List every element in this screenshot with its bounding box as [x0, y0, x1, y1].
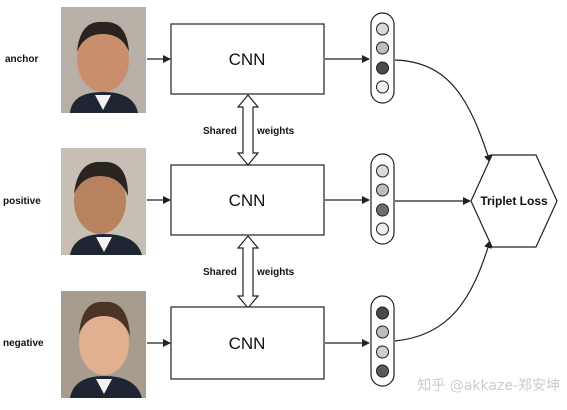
embedding-dot	[376, 345, 389, 359]
embedding-vector-negative	[370, 295, 395, 387]
negative-label: negative	[3, 338, 44, 349]
embedding-dot	[376, 164, 389, 178]
negative-face-image	[61, 291, 146, 398]
embedding-dot	[376, 222, 389, 236]
cnn-box-negative	[170, 306, 325, 380]
row-positive: positive CNN	[3, 148, 395, 255]
triplet-loss-node	[470, 154, 558, 248]
embedding-dot	[376, 41, 389, 55]
cnn-label-negative: CNN	[229, 334, 266, 353]
double-arrow-icon	[236, 94, 260, 166]
embedding-vector-anchor	[370, 12, 395, 104]
negative-to-loss-arrow	[394, 240, 492, 342]
double-arrow-icon	[236, 235, 260, 309]
anchor-to-loss-arrow	[394, 59, 492, 163]
embedding-dot	[376, 183, 389, 197]
positive-label: positive	[3, 196, 41, 207]
shared-weights-connector-1: Shared weights	[203, 94, 295, 166]
triplet-loss-label: Triplet Loss	[480, 194, 548, 208]
weights-label: weights	[256, 267, 295, 278]
weights-label: weights	[256, 126, 295, 137]
cnn-box-positive	[170, 164, 325, 236]
watermark-text: 知乎 @akkaze-郑安坤	[417, 377, 560, 394]
cnn-label-positive: CNN	[229, 191, 266, 210]
embedding-dot	[376, 203, 389, 217]
shared-weights-connector-2: Shared weights	[203, 235, 295, 309]
embedding-dot	[376, 22, 389, 36]
anchor-label: anchor	[5, 54, 38, 65]
row-negative: negative CNN	[3, 291, 395, 398]
embedding-dot	[376, 80, 389, 94]
anchor-face-image	[61, 7, 146, 113]
shared-label: Shared	[203, 267, 237, 278]
embedding-vector-positive	[370, 153, 395, 245]
embedding-dot	[376, 364, 389, 378]
row-anchor: anchor CNN	[5, 7, 395, 113]
shared-label: Shared	[203, 126, 237, 137]
embedding-dot	[376, 325, 389, 339]
embedding-dot	[376, 61, 389, 75]
cnn-box-anchor	[170, 23, 325, 95]
cnn-label-anchor: CNN	[229, 50, 266, 69]
embedding-dot	[376, 306, 389, 320]
positive-face-image	[61, 148, 146, 255]
